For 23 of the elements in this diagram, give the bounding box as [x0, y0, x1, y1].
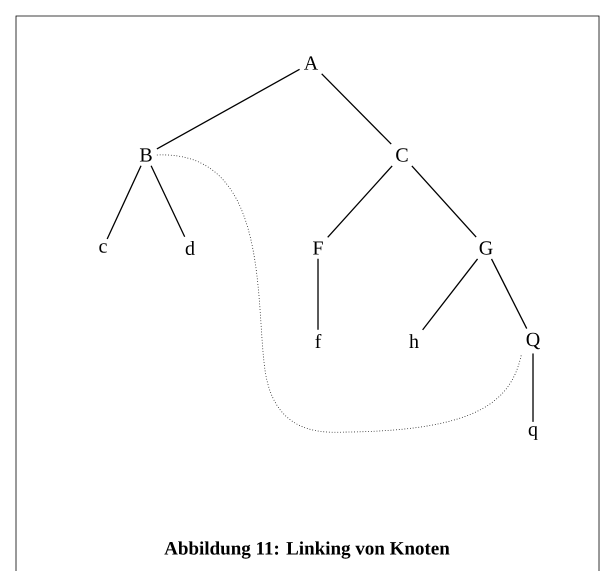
tree-branch — [106, 166, 142, 240]
tree-node-label: c — [99, 243, 107, 253]
tree-node-label: h — [409, 334, 419, 348]
tree-node-label: f — [315, 334, 322, 348]
tree-node-label: d — [186, 240, 195, 256]
caption: Abbildung 11: Linking von Knoten — [164, 541, 450, 559]
tree-branch — [321, 73, 392, 145]
tree-node-label: A — [304, 56, 318, 70]
tree-node-label: C — [396, 148, 408, 162]
tree-branch — [317, 258, 319, 330]
tree-node-label: F — [313, 241, 323, 255]
tree-node-label: q — [528, 426, 538, 440]
tree-node-label: Q — [526, 332, 540, 350]
tree-branch — [422, 258, 478, 330]
tree-branch — [532, 353, 534, 422]
tree-node-label: G — [480, 241, 493, 255]
tree-branch — [327, 165, 393, 238]
tree-branch — [411, 165, 477, 238]
link-curve — [156, 154, 522, 433]
tree-branch — [156, 68, 300, 150]
tree-branch — [150, 166, 186, 238]
tree-node-label: B — [140, 148, 152, 162]
tree-branch — [490, 258, 528, 329]
